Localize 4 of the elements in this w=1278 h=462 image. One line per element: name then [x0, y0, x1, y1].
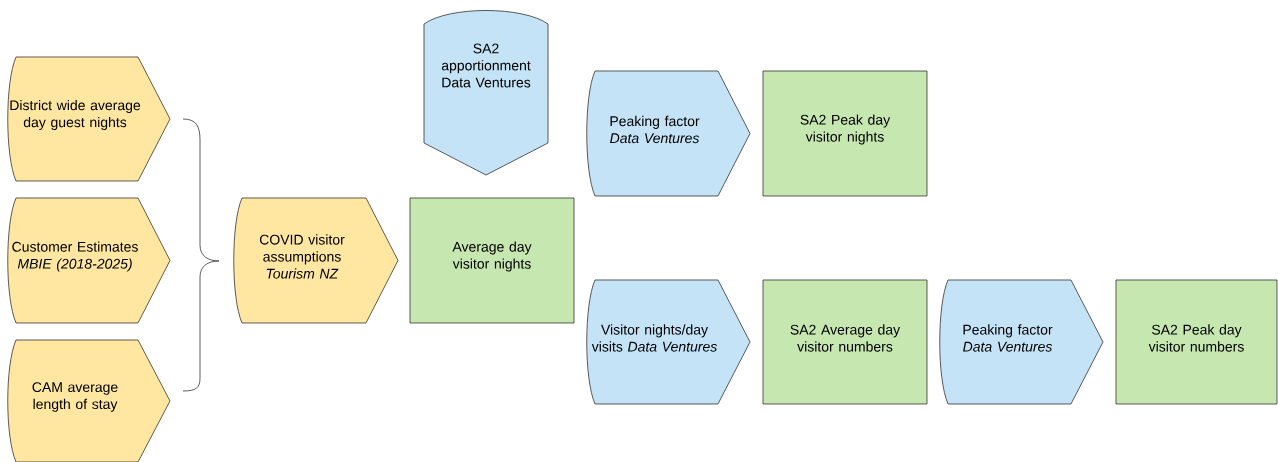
result-box: SA2 Peak day visitor numbers [1115, 279, 1278, 405]
result-box: SA2 Peak day visitor nights [762, 70, 928, 197]
result-box: SA2 Average day visitor numbers [762, 279, 928, 405]
result-box: Average day visitor nights [409, 197, 575, 324]
